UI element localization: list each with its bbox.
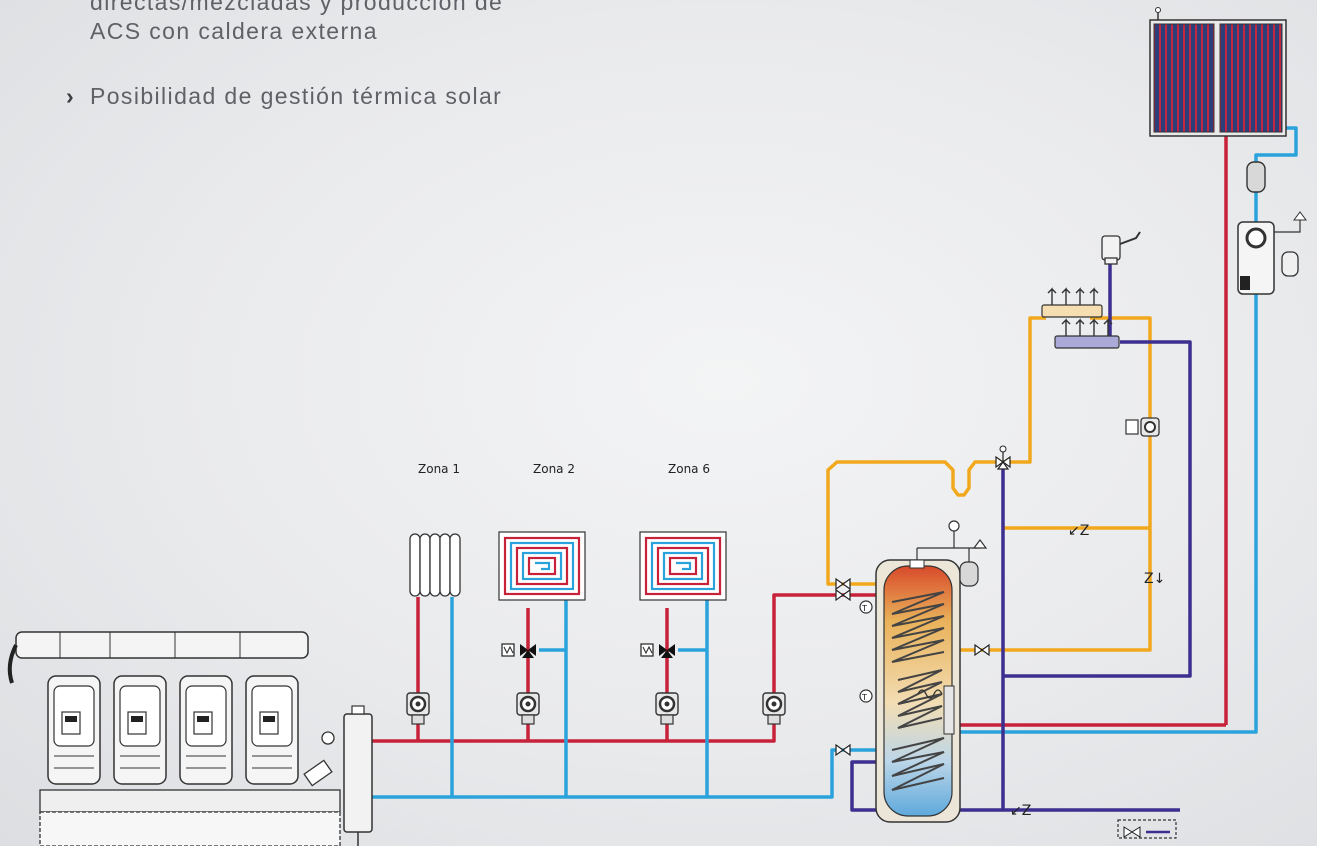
- circulator-pump-icon: [405, 691, 431, 726]
- feature-item: directas/mezcladas y producción de ACS c…: [66, 0, 546, 46]
- solar-pump-station-icon: [1237, 211, 1307, 295]
- mixing-valve-icon: [995, 445, 1011, 470]
- underfloor-heating-icon: [639, 531, 727, 601]
- zone-label-1: Zona 1: [418, 462, 460, 476]
- svg-text:T: T: [861, 604, 867, 613]
- feature-text: Posibilidad de gestión térmica solar: [90, 83, 503, 109]
- chevron-right-icon: ›: [66, 83, 76, 109]
- cold-inlet-group-icon: [1117, 819, 1177, 839]
- expansion-vessel-icon: [1246, 161, 1266, 193]
- feature-text: directas/mezcladas y producción de ACS c…: [90, 0, 504, 44]
- radiator-icon: [409, 533, 461, 597]
- ball-valve-icon: [835, 589, 851, 601]
- heating-supply-pipe: [372, 593, 876, 743]
- mixing-valve-icon: [640, 643, 676, 659]
- solar-collector-icon: [1149, 7, 1287, 137]
- dhw-hot-pipe: [826, 316, 1046, 586]
- feature-item: › Posibilidad de gestión térmica solar: [66, 82, 546, 111]
- cold-water-pipe: [1001, 462, 1180, 812]
- underfloor-heating-icon: [498, 531, 586, 601]
- circulator-pump-icon: [761, 691, 787, 726]
- tap-icon: [1101, 231, 1141, 265]
- ball-valve-icon: [974, 644, 990, 656]
- circulator-pump-icon: [515, 691, 541, 726]
- zone-label-6: Zona 6: [668, 462, 710, 476]
- check-valve-icon: Z↓: [1144, 571, 1165, 587]
- dhw-manifold-icon: [1041, 287, 1120, 349]
- check-valve-icon: ↙Z: [1010, 803, 1031, 819]
- mixing-valve-icon: [501, 643, 537, 659]
- feature-list: directas/mezcladas y producción de ACS c…: [66, 0, 546, 147]
- solar-return-pipe: [960, 126, 1298, 734]
- dhw-storage-tank-icon: T T: [859, 559, 961, 823]
- hydraulic-separator-icon: [343, 705, 373, 846]
- ball-valve-icon: [835, 744, 851, 756]
- recirculation-pump-icon: [1125, 417, 1160, 437]
- heating-return-pipe: [372, 748, 876, 799]
- ball-valve-icon: [835, 578, 851, 590]
- check-valve-icon: ↙Z: [1068, 523, 1089, 539]
- zone-label-2: Zona 2: [533, 462, 575, 476]
- svg-text:T: T: [861, 693, 867, 702]
- boiler-cascade-icon: [7, 631, 341, 846]
- tank-safety-group-icon: [916, 520, 988, 587]
- circulator-pump-icon: [654, 691, 680, 726]
